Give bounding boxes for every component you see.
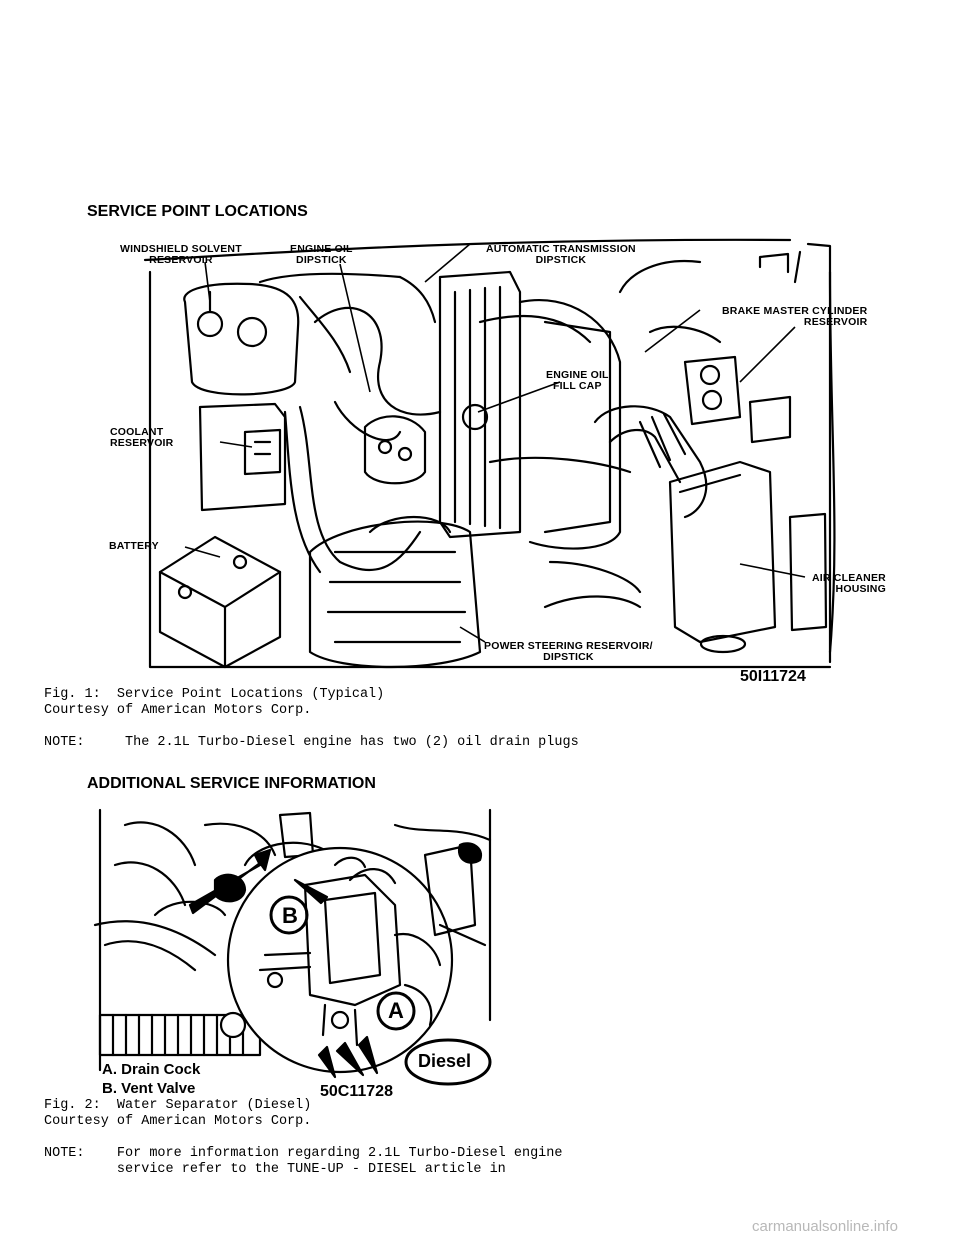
watermark: carmanualsonline.info [752, 1218, 898, 1235]
figure1-heading: SERVICE POINT LOCATIONS [87, 203, 308, 220]
water-separator-illustration [93, 808, 492, 1086]
figure2-code: 50C11728 [320, 1083, 393, 1100]
callout-battery: BATTERY [109, 540, 159, 552]
callout-power-steering-reservoir: POWER STEERING RESERVOIR/ DIPSTICK [484, 640, 653, 663]
legend-drain-cock: A. Drain Cock [102, 1061, 201, 1078]
figure1-courtesy: Courtesy of American Motors Corp. [44, 703, 312, 718]
callout-air-cleaner-housing: AIR CLEANER HOUSING [812, 572, 886, 595]
figure1-code: 50I11724 [740, 668, 806, 685]
callout-windshield-solvent: WINDSHIELD SOLVENT RESERVOIR [120, 243, 242, 266]
legend-vent-valve: B. Vent Valve [102, 1080, 196, 1097]
callout-brake-master-cylinder: BRAKE MASTER CYLINDER RESERVOIR [722, 305, 868, 328]
callout-engine-oil-fill-cap: ENGINE OIL FILL CAP [546, 369, 609, 392]
figure2-caption: Fig. 2: Water Separator (Diesel) [44, 1098, 312, 1113]
callout-automatic-transmission-dipstick: AUTOMATIC TRANSMISSION DIPSTICK [486, 243, 636, 266]
marker-b: B [282, 903, 298, 928]
figure1-caption: Fig. 1: Service Point Locations (Typical… [44, 687, 385, 702]
figure2-courtesy: Courtesy of American Motors Corp. [44, 1114, 312, 1129]
marker-a: A [388, 998, 404, 1023]
diesel-label: Diesel [418, 1051, 472, 1071]
engine-bay-illustration [143, 238, 836, 669]
figure1-note: NOTE: The 2.1L Turbo-Diesel engine has t… [44, 735, 579, 750]
figure2-note-line1: NOTE: For more information regarding 2.1… [44, 1146, 563, 1161]
figure2-note-line2: service refer to the TUNE-UP - DIESEL ar… [44, 1162, 506, 1177]
callout-engine-oil-dipstick: ENGINE OIL DIPSTICK [290, 243, 353, 266]
callout-coolant-reservoir: COOLANT RESERVOIR [110, 426, 174, 449]
figure2-heading: ADDITIONAL SERVICE INFORMATION [87, 775, 376, 792]
